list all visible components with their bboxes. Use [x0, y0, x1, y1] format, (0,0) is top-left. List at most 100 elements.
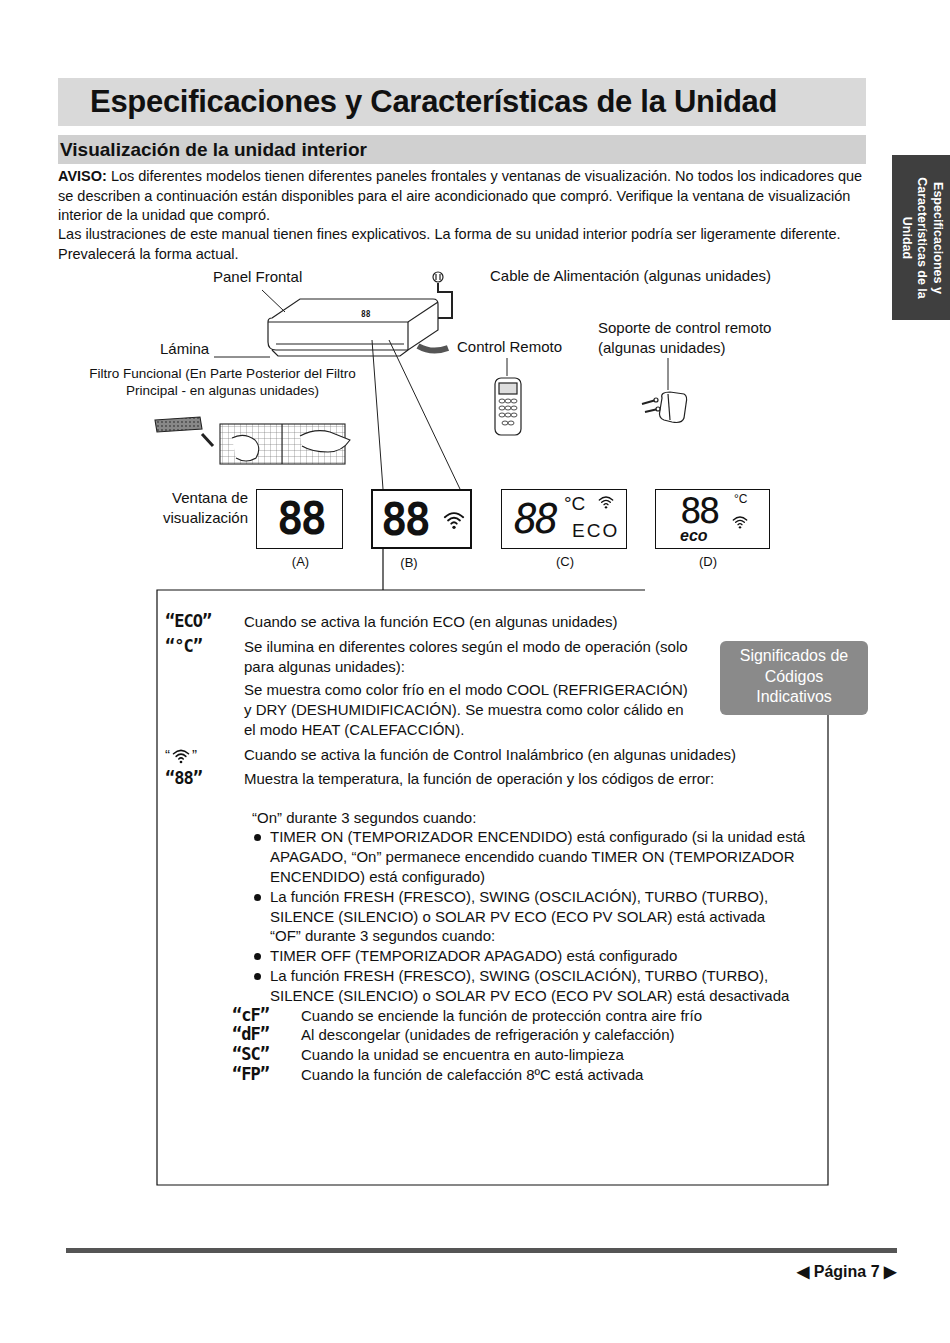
code-description: TIMER OFF (TEMPORIZADOR APAGADO) está co…	[270, 946, 825, 966]
code-description: Cuando se activa la función de Control I…	[244, 745, 828, 765]
part-label: Soporte de control remoto (algunas unida…	[598, 318, 788, 358]
symbol-cell: “88”	[165, 769, 244, 789]
part-label: Panel Frontal	[213, 268, 302, 285]
title-band: Especificaciones y Características de la…	[58, 78, 866, 126]
drawing-path	[179, 758, 184, 759]
drawing-circle	[433, 272, 443, 282]
drawing-path	[604, 504, 608, 505]
legend-row: TIMER OFF (TEMPORIZADOR APAGADO) está co…	[165, 946, 828, 966]
part-label: Ventana de visualización	[140, 488, 248, 528]
drawing-ellipse	[511, 413, 517, 417]
part-label: Cable de Alimentación (algunas unidades)	[490, 267, 771, 284]
legend-row: “ECO” Cuando se activa la función ECO (en…	[165, 612, 828, 632]
drawing-path	[176, 754, 186, 756]
bullet-dot	[254, 834, 261, 841]
display-digits: 88	[361, 310, 371, 319]
text-cell: Cuando se activa la función ECO (en algu…	[244, 612, 704, 632]
code-description: “OF” durante 3 segundos cuando:	[270, 926, 828, 946]
bullet-dot	[254, 953, 261, 960]
drawing-path	[232, 435, 259, 461]
window-letter: (D)	[656, 554, 760, 569]
notice-paragraph: AVISO:Los diferentes modelos tienen dife…	[58, 167, 866, 226]
drawing-path	[214, 357, 270, 358]
code-description: Se muestra como color frío en el modo CO…	[244, 680, 689, 739]
drawing-ellipse	[505, 413, 511, 417]
display-text: 88	[381, 498, 428, 542]
code-description: Muestra la temperatura, la función de op…	[244, 769, 828, 789]
text-cell: Muestra la temperatura, la función de op…	[244, 769, 828, 789]
drawing-path	[733, 517, 746, 520]
wifi-icon	[172, 747, 190, 765]
tab-text: Especificaciones y Características de la…	[892, 151, 950, 325]
drawing-ellipse	[499, 406, 505, 410]
notice-text: Los diferentes modelos tienen diferentes…	[58, 168, 862, 223]
notice-text: Las ilustraciones de este manual tienen …	[58, 225, 866, 264]
legend-row: La función FRESH (FRESCO), SWING (OSCILA…	[165, 887, 828, 927]
drawing-path	[507, 358, 508, 376]
wifi-icon	[598, 494, 614, 510]
side-tab: Especificaciones y Características de la…	[892, 155, 950, 320]
display-code: “°C”	[165, 636, 202, 656]
drawing-path	[174, 750, 189, 753]
drawing-path	[272, 350, 408, 356]
wifi-icon	[443, 509, 465, 531]
code-description: La función FRESH (FRESCO), SWING (OSCILA…	[270, 887, 825, 927]
drawing-path	[736, 520, 745, 522]
drawing-path	[451, 522, 457, 523]
part-label: Lámina	[160, 340, 209, 357]
display-window: 88°CECO(C)	[501, 489, 627, 549]
remote-holder	[642, 392, 687, 423]
section-heading: Visualización de la unidad interior	[58, 135, 866, 164]
symbol-cell: “ECO”	[165, 612, 244, 632]
legend-row: “On” durante 3 segundos cuando:	[165, 808, 828, 828]
drawing-ellipse	[511, 399, 517, 403]
drawing-ellipse	[511, 406, 517, 410]
code-description: “On” durante 3 segundos cuando:	[252, 808, 812, 828]
drawing-circle	[654, 398, 658, 402]
symbol-cell: “SC”	[232, 1045, 301, 1065]
legend-row: “OF” durante 3 segundos cuando:	[165, 926, 828, 946]
drawing-circle	[452, 526, 455, 529]
display-window: 88°Ceco(D)	[655, 489, 770, 549]
display-code: “ECO”	[165, 611, 211, 631]
legend-row: “dF”Al descongelar (unidades de refriger…	[165, 1025, 828, 1045]
legend-row: “cF” Cuando se enciende la función de pro…	[165, 1006, 828, 1026]
symbol-cell: “”	[165, 745, 244, 765]
code-description: TIMER ON (TEMPORIZADOR ENCENDIDO) está c…	[270, 827, 825, 886]
window-letter: (A)	[257, 554, 344, 569]
drawing-path	[438, 283, 452, 318]
bullet-cell	[252, 887, 270, 907]
drawing-path	[268, 302, 438, 322]
drawing-path	[738, 524, 742, 525]
badge-box: Significados de Códigos Indicativos	[720, 641, 868, 715]
notice-heading: AVISO:	[58, 168, 107, 184]
badge-text: Significados de Códigos Indicativos	[720, 641, 868, 713]
drawing-path	[268, 299, 438, 350]
display-code: “SC”	[232, 1044, 269, 1064]
legend-row: “”Cuando se activa la función de Control…	[165, 745, 828, 765]
part-label: Control Remoto	[457, 338, 562, 355]
symbol-cell: “dF”	[232, 1025, 301, 1045]
code-description: La función FRESH (FRESCO), SWING (OSCILA…	[270, 966, 825, 1006]
display-code: “88”	[165, 768, 202, 788]
connector-line	[382, 549, 383, 590]
bullet-dot	[254, 973, 261, 980]
quote-mark: “	[165, 746, 170, 763]
display-code: “cF”	[232, 1005, 269, 1025]
code-description: Cuando se enciende la función de protecc…	[301, 1006, 801, 1026]
quote-mark: ”	[192, 746, 197, 763]
drawing-circle	[739, 526, 741, 528]
code-description: Cuando la unidad se encuentra en auto-li…	[301, 1045, 801, 1065]
drawing-ellipse	[505, 399, 511, 403]
drawing-path	[599, 497, 612, 500]
legend-row: “FP”Cuando la función de calefacción 8ºC…	[165, 1065, 828, 1085]
section-band: Visualización de la unidad interior	[58, 135, 866, 164]
footer-rule	[66, 1248, 897, 1253]
drawing-g	[499, 399, 517, 425]
code-description: Cuando se activa la función ECO (en algu…	[244, 612, 704, 632]
symbol-cell: “FP”	[232, 1065, 301, 1085]
drawing-path	[407, 322, 408, 350]
drawing-path	[436, 274, 440, 280]
drawing-circle	[605, 506, 607, 508]
